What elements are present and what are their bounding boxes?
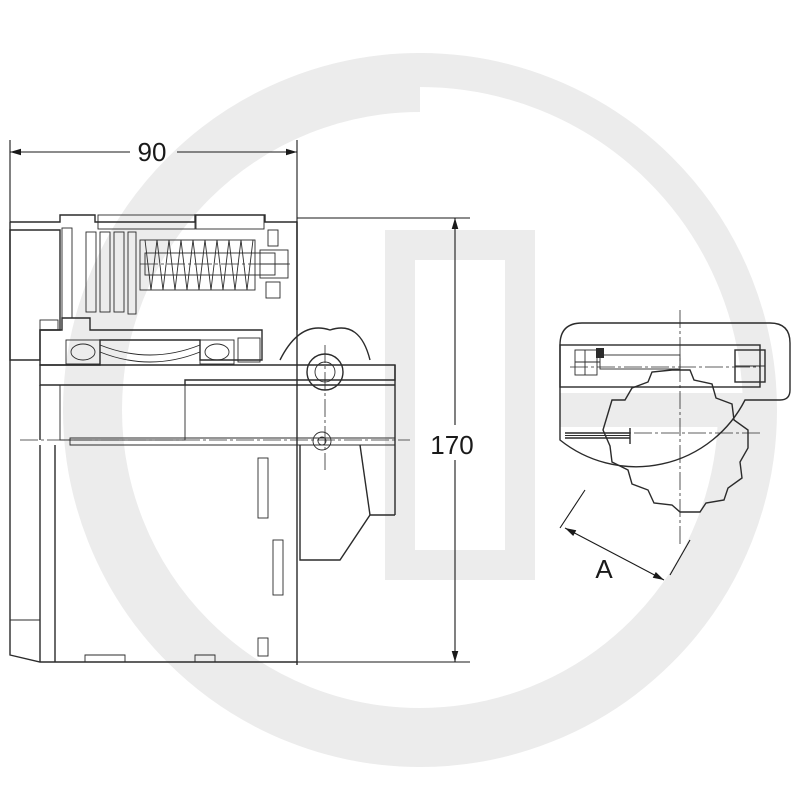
watermark-logo [63, 53, 777, 767]
bolt-channel [559, 344, 761, 388]
splined-bore [602, 369, 749, 513]
clutch-section-view [9, 214, 410, 665]
friction-disc [61, 227, 73, 319]
end-view-body [559, 322, 791, 468]
section-label: A [595, 554, 613, 584]
end-view [559, 310, 791, 545]
housing-top-right [195, 214, 265, 230]
friction-disc [85, 231, 97, 313]
grub-screw [565, 428, 631, 444]
height-label: 170 [430, 430, 473, 460]
pressure-plate [127, 231, 137, 315]
width-dimension: 90 [9, 137, 298, 222]
friction-disc [99, 231, 111, 313]
housing-top [97, 214, 196, 230]
spline-dimension: A [559, 489, 691, 584]
coupling-yoke [279, 327, 395, 561]
width-label: 90 [138, 137, 167, 167]
lower-body [9, 440, 297, 663]
housing-flange [9, 229, 61, 361]
slot [257, 457, 269, 519]
spring-pack [139, 229, 290, 299]
height-dimension: 170 [297, 217, 474, 663]
friction-disc [113, 231, 125, 313]
slot [272, 539, 284, 596]
